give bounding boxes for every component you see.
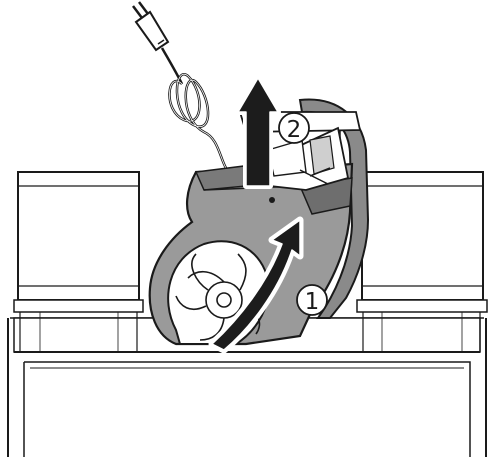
step-2-callout: 2 [279,113,309,143]
step-1-label: 1 [305,289,320,315]
step-1-callout: 1 [297,285,327,315]
step-2-label: 2 [287,117,302,143]
power-cord [133,2,226,168]
lift-up-arrow [238,78,278,186]
